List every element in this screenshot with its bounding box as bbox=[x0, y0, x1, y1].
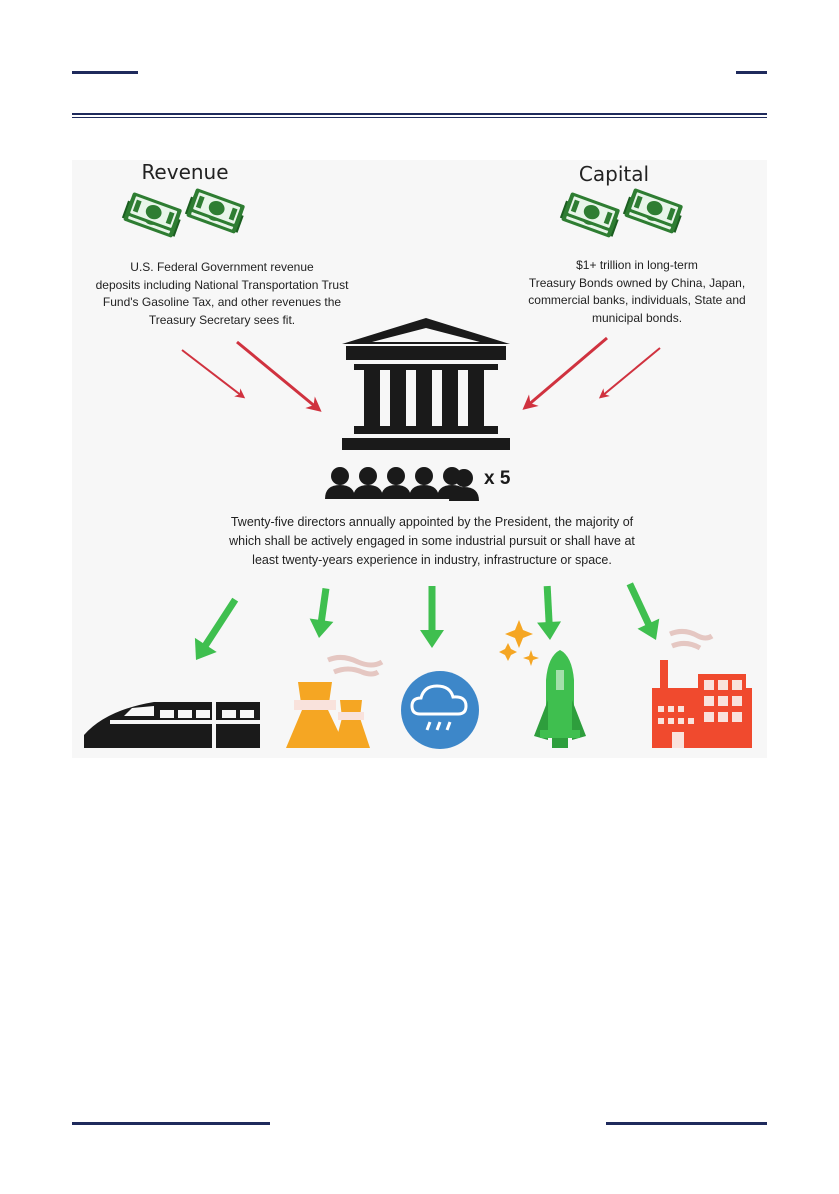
footer-rule-left bbox=[72, 1122, 270, 1125]
directors-line: which shall be actively engaged in some … bbox=[229, 534, 635, 548]
factory-icon bbox=[652, 628, 752, 748]
revenue-line: deposits including National Transportati… bbox=[95, 277, 349, 292]
header-mark-right bbox=[736, 71, 767, 74]
money-stack-icon-revenue bbox=[121, 187, 247, 238]
capital-line: $1+ trillion in long-term bbox=[576, 258, 698, 272]
capital-line: commercial banks, individuals, State and bbox=[528, 293, 746, 307]
revenue-line: Treasury Secretary sees fit. bbox=[148, 312, 296, 327]
bank-building-icon bbox=[342, 318, 510, 450]
red-arrows bbox=[181, 336, 661, 412]
capital-description: $1+ trillion in long-term Treasury Bonds… bbox=[507, 257, 767, 327]
infographic: Revenue U.S. Federal Government revenue … bbox=[72, 160, 767, 758]
header-rule-top bbox=[72, 113, 767, 115]
cooling-tower-icon bbox=[286, 654, 384, 748]
header-mark-left bbox=[72, 71, 138, 74]
revenue-description: U.S. Federal Government revenue deposits… bbox=[72, 259, 372, 329]
directors-multiplier: x 5 bbox=[484, 468, 511, 489]
directors-description: Twenty-five directors annually appointed… bbox=[172, 513, 692, 570]
space-shuttle-icon bbox=[499, 620, 586, 748]
money-stack-icon-capital bbox=[559, 187, 685, 238]
rain-cloud-icon bbox=[401, 671, 479, 749]
capital-title: Capital bbox=[578, 162, 650, 186]
people-group-icon bbox=[325, 467, 479, 501]
green-arrows bbox=[194, 582, 660, 660]
revenue-line: Fund's Gasoline Tax, and other revenues … bbox=[102, 295, 342, 309]
directors-line: least twenty-years experience in industr… bbox=[252, 553, 612, 567]
capital-line: Treasury Bonds owned by China, Japan, bbox=[528, 275, 746, 290]
directors-line: Twenty-five directors annually appointed… bbox=[230, 515, 634, 529]
footer-rule-right bbox=[606, 1122, 767, 1125]
revenue-line: U.S. Federal Government revenue bbox=[130, 260, 314, 274]
header-rule-bottom bbox=[72, 117, 767, 118]
revenue-title: Revenue bbox=[141, 160, 229, 184]
infographic-graphics bbox=[84, 160, 752, 749]
train-icon bbox=[84, 702, 260, 748]
capital-line: municipal bonds. bbox=[591, 310, 683, 325]
